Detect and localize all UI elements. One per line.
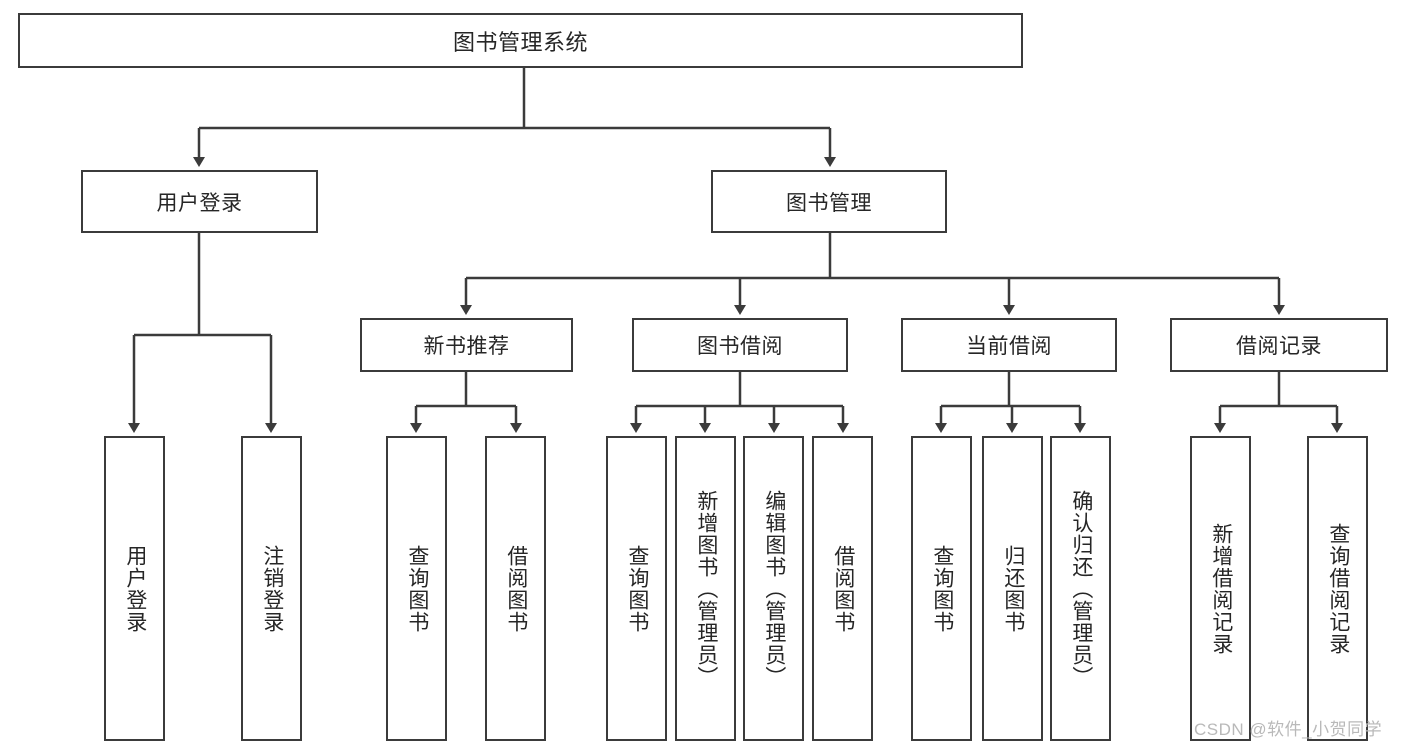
node-label: 图书管理系统: [452, 29, 588, 55]
node-leaf[interactable]: 新增借阅记录: [1190, 436, 1251, 741]
node-leaf[interactable]: 查询图书: [606, 436, 667, 741]
node-level3[interactable]: 新书推荐: [360, 318, 573, 372]
node-level2[interactable]: 图书管理: [711, 170, 947, 233]
node-leaf[interactable]: 编辑图书（管理员）: [743, 436, 804, 741]
node-label: 借阅记录: [1236, 335, 1322, 358]
node-label: 编辑图书（管理员）: [762, 489, 786, 688]
node-level3[interactable]: 借阅记录: [1170, 318, 1388, 372]
node-leaf[interactable]: 确认归还（管理员）: [1050, 436, 1111, 741]
node-label: 查询图书: [625, 544, 649, 633]
node-leaf[interactable]: 查询图书: [386, 436, 447, 741]
node-label: 图书借阅: [697, 335, 783, 358]
node-label: 用户登录: [156, 191, 243, 215]
node-label: 确认归还（管理员）: [1069, 489, 1093, 688]
node-label: 查询借阅记录: [1326, 522, 1350, 655]
node-leaf[interactable]: 注销登录: [241, 436, 302, 741]
node-label: 当前借阅: [966, 335, 1052, 358]
node-label: 注销登录: [260, 544, 284, 633]
node-level3[interactable]: 当前借阅: [901, 318, 1117, 372]
node-leaf[interactable]: 借阅图书: [812, 436, 873, 741]
node-label: 查询图书: [930, 544, 954, 633]
node-level2[interactable]: 用户登录: [81, 170, 318, 233]
node-label: 图书管理: [786, 191, 872, 215]
node-label: 借阅图书: [831, 544, 855, 633]
node-leaf[interactable]: 用户登录: [104, 436, 165, 741]
node-leaf[interactable]: 借阅图书: [485, 436, 546, 741]
node-leaf[interactable]: 查询图书: [911, 436, 972, 741]
node-label: 新书推荐: [423, 335, 510, 358]
node-level3[interactable]: 图书借阅: [632, 318, 848, 372]
node-label: 归还图书: [1001, 544, 1025, 633]
node-leaf[interactable]: 查询借阅记录: [1307, 436, 1368, 741]
node-label: 查询图书: [405, 544, 429, 633]
csdn-watermark: CSDN @软件_小贺同学: [1194, 720, 1383, 739]
node-leaf[interactable]: 新增图书（管理员）: [675, 436, 736, 741]
node-label: 用户登录: [123, 544, 147, 633]
node-label: 新增借阅记录: [1209, 522, 1233, 655]
node-label: 借阅图书: [504, 544, 528, 633]
node-label: 新增图书（管理员）: [694, 489, 718, 688]
node-leaf[interactable]: 归还图书: [982, 436, 1043, 741]
node-root[interactable]: 图书管理系统: [18, 13, 1023, 68]
